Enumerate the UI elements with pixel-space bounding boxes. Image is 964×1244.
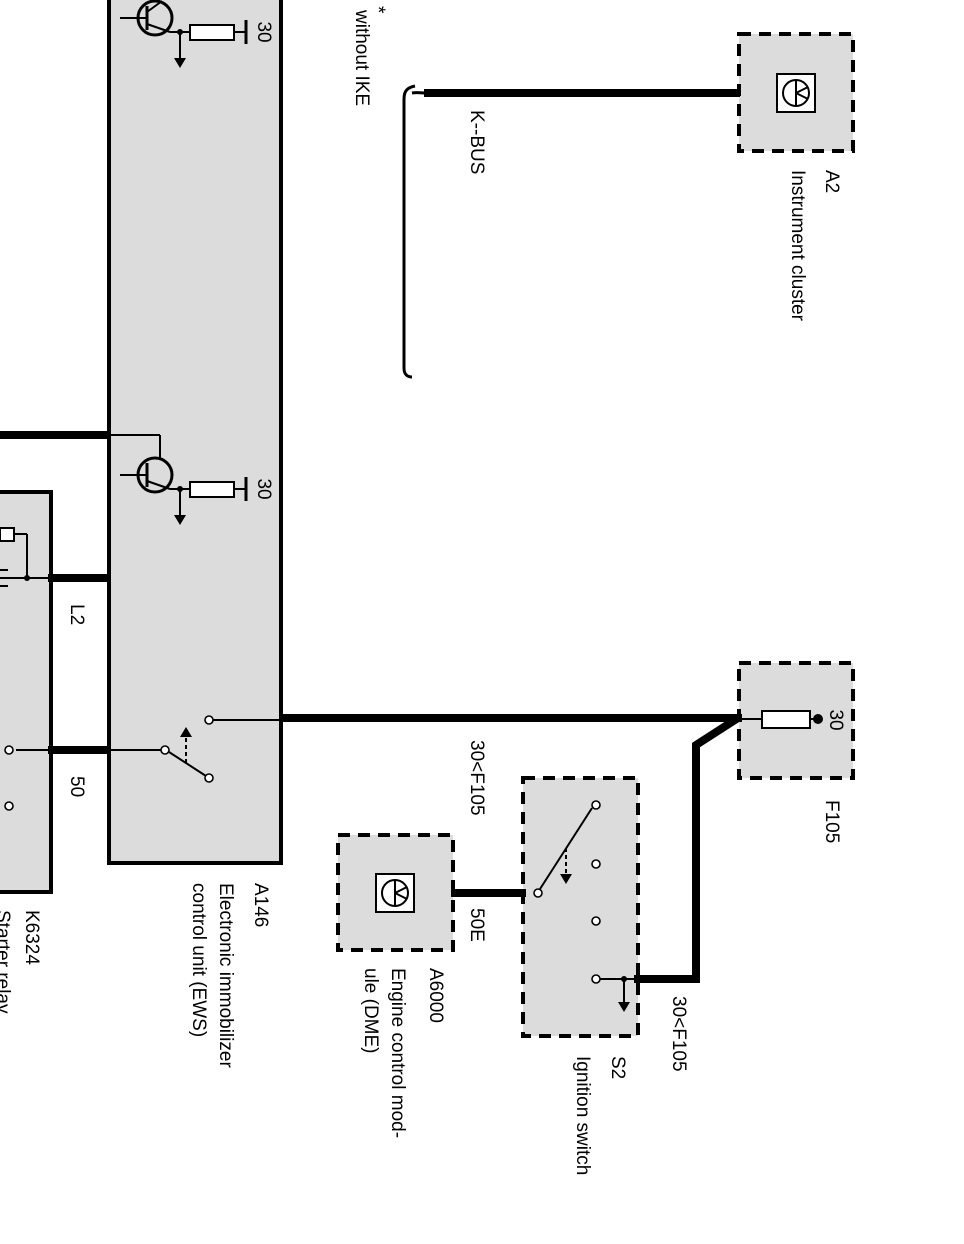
a146-pin-30-mid: 30 xyxy=(253,478,274,499)
wire-30f105-upper-label: 30<F105 xyxy=(466,740,487,816)
f105-pin-30: 30 xyxy=(825,709,846,730)
wire-l2-label: L2 xyxy=(66,604,87,625)
without-ike-bracket xyxy=(402,84,416,379)
note-asterisk: * xyxy=(367,6,388,14)
kbus-label: K--BUS xyxy=(466,110,487,174)
s2-code-label: S2 xyxy=(607,1056,628,1079)
wire-50e-label: 50E xyxy=(466,908,487,942)
transistor-middle xyxy=(111,434,248,525)
a6000-name-line2: ule (DME) xyxy=(360,968,381,1054)
k6324-name-label: Starter relay xyxy=(0,910,13,1014)
instrument-cluster-icon xyxy=(776,73,816,113)
a146-internal-switch xyxy=(111,715,279,783)
component-k6324-box xyxy=(0,490,53,894)
ignition-switch-internals xyxy=(533,800,634,1012)
k6324-code-label: K6324 xyxy=(21,910,42,965)
component-s2-box[interactable] xyxy=(521,776,640,1038)
wire-50-label: 50 xyxy=(66,776,87,797)
a146-pin-30-top: 30 xyxy=(253,21,274,42)
wire-30f105-lower-label: 30<F105 xyxy=(668,996,689,1072)
s2-name-label: Ignition switch xyxy=(572,1056,593,1175)
transistor-upper xyxy=(120,0,248,68)
a2-code-label: A2 xyxy=(821,170,842,193)
engine-control-module-icon xyxy=(375,873,415,913)
a146-name-line1: Electronic immobilizer xyxy=(215,883,236,1068)
wire-30-f105-to-s2[interactable] xyxy=(634,714,741,983)
a146-code-label: A146 xyxy=(250,883,271,927)
without-ike-label: without IKE xyxy=(351,9,372,106)
component-a146-box xyxy=(107,0,283,865)
fuse-f105-symbol xyxy=(742,710,823,729)
starter-relay-internals xyxy=(0,527,48,811)
a146-name-line2: control unit (EWS) xyxy=(188,883,209,1037)
a6000-name-line1: Engine control mod- xyxy=(387,968,408,1138)
f105-code-label: F105 xyxy=(821,800,842,843)
a2-name-label: Instrument cluster xyxy=(787,170,808,322)
a6000-code-label: A6000 xyxy=(425,968,446,1023)
